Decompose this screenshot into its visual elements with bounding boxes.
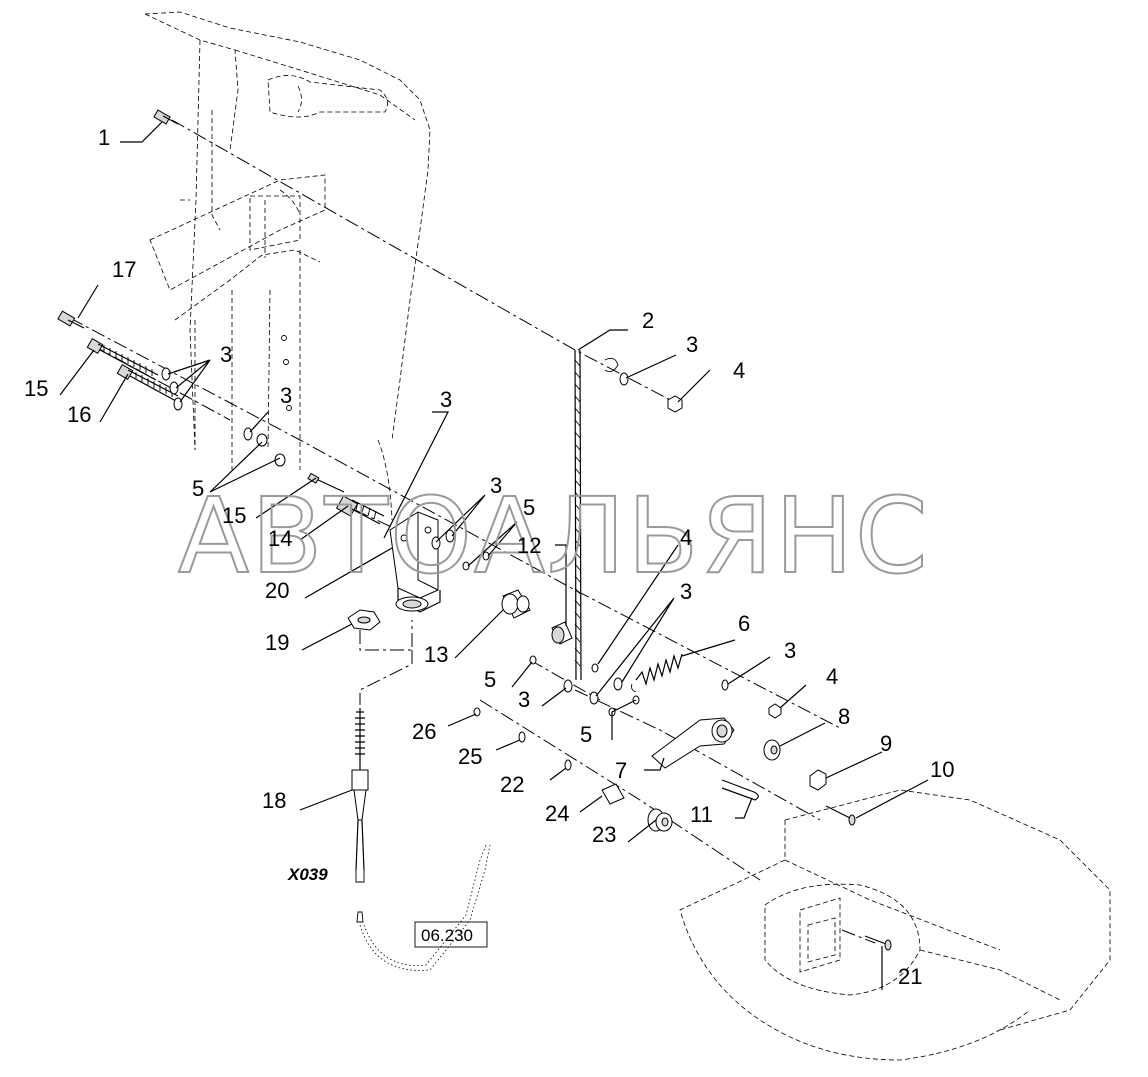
connector-code-label: X039 — [287, 865, 328, 884]
callout-15: 15 — [24, 376, 48, 401]
callout-20: 20 — [265, 578, 289, 603]
callout-5: 5 — [580, 722, 592, 747]
callout-5: 5 — [192, 476, 204, 501]
bolt-10 — [825, 805, 856, 826]
bolt-17 — [57, 310, 85, 329]
threaded-rod-15 — [86, 337, 159, 381]
frame-housing — [144, 11, 431, 521]
callout-4: 4 — [680, 525, 692, 550]
spring-6 — [631, 653, 683, 693]
callout-4: 4 — [733, 358, 745, 383]
callout-3: 3 — [280, 383, 292, 408]
callout-24: 24 — [545, 801, 569, 826]
callout-numbers: 1 17 15 16 3 3 5 15 14 3 20 19 3 5 12 13… — [24, 125, 954, 989]
leader-lines — [59, 121, 929, 990]
callout-5: 5 — [523, 495, 535, 520]
callout-13: 13 — [424, 642, 448, 667]
callout-21: 21 — [898, 964, 922, 989]
callout-7: 7 — [615, 758, 627, 783]
callout-10: 10 — [930, 757, 954, 782]
callout-3: 3 — [784, 638, 796, 663]
callout-17: 17 — [112, 257, 136, 282]
callout-15: 15 — [222, 503, 246, 528]
callout-1: 1 — [98, 125, 110, 150]
lower-housing — [679, 789, 1111, 1061]
callout-3: 3 — [686, 332, 698, 357]
callout-3: 3 — [220, 342, 232, 367]
callout-18: 18 — [262, 788, 286, 813]
callout-3: 3 — [680, 579, 692, 604]
reference-box-frame — [414, 921, 488, 948]
bolt-1 — [153, 109, 179, 125]
callout-26: 26 — [412, 719, 436, 744]
assembly-axes — [69, 119, 876, 944]
bushing-23 — [647, 808, 673, 832]
bracket-20 — [389, 511, 441, 613]
threaded-rod-16 — [116, 363, 179, 402]
callout-3: 3 — [490, 473, 502, 498]
callout-16: 16 — [67, 402, 91, 427]
callout-12: 12 — [517, 533, 541, 558]
callout-5: 5 — [484, 667, 496, 692]
callout-3: 3 — [518, 687, 530, 712]
bushing-13 — [501, 589, 531, 619]
chain-2 — [574, 349, 619, 681]
callout-11: 11 — [690, 802, 713, 827]
watermark-text: АВТОАЛЬЯНС — [178, 475, 930, 597]
bushing-12 — [551, 621, 573, 645]
callout-8: 8 — [838, 704, 850, 729]
callout-19: 19 — [265, 630, 289, 655]
callout-23: 23 — [592, 822, 616, 847]
callout-22: 22 — [500, 772, 524, 797]
callout-9: 9 — [880, 731, 892, 756]
callout-25: 25 — [458, 744, 482, 769]
callout-14: 14 — [268, 526, 292, 551]
nut-19 — [347, 609, 381, 631]
lever-7 — [651, 717, 735, 769]
callout-3: 3 — [440, 387, 452, 412]
callout-4: 4 — [826, 664, 838, 689]
cable-18 — [351, 708, 491, 971]
callout-2: 2 — [642, 308, 654, 333]
reference-box-label: 06.230 — [421, 926, 473, 945]
callout-6: 6 — [738, 611, 750, 636]
